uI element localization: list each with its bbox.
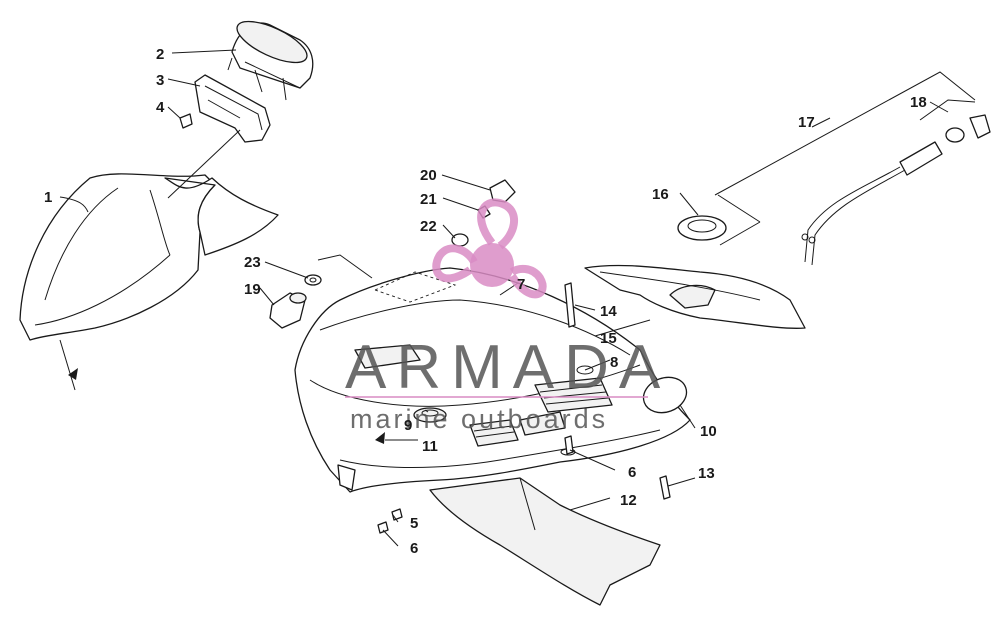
part-22-nut xyxy=(451,233,469,247)
part-17-cable xyxy=(714,71,976,266)
main-body-panel xyxy=(294,267,691,493)
part-2-gauge xyxy=(227,20,314,101)
watermark: ARMADA marine outboards xyxy=(345,198,670,434)
part-6-screw-upper xyxy=(564,435,574,455)
callout-13: 13 xyxy=(698,465,715,482)
watermark-brand: ARMADA xyxy=(345,333,670,402)
arrow-marker-center xyxy=(375,432,385,444)
part-3-bracket xyxy=(194,74,271,143)
callout-20: 20 xyxy=(420,167,437,184)
part-12-foam-pad xyxy=(429,477,661,606)
callout-16: 16 xyxy=(652,186,669,203)
callout-17: 17 xyxy=(798,114,815,131)
part-6-screw-lower xyxy=(377,521,389,534)
callout-23: 23 xyxy=(244,254,261,271)
part-9-grommet xyxy=(413,407,447,423)
part-5-screw xyxy=(391,508,403,521)
part-14-bolt xyxy=(564,282,576,328)
leader-lines xyxy=(59,49,949,547)
part-13-screw xyxy=(659,475,671,500)
part-10-cap xyxy=(642,376,688,414)
propeller-logo-icon xyxy=(432,198,547,299)
callout-21: 21 xyxy=(420,191,437,208)
part-20-knob xyxy=(489,179,516,203)
part-23-washer xyxy=(304,274,322,286)
callout-7: 7 xyxy=(517,276,525,293)
callout-19: 19 xyxy=(244,281,261,298)
callout-12: 12 xyxy=(620,492,637,509)
callout-2: 2 xyxy=(156,46,164,63)
callout-1: 1 xyxy=(44,189,52,206)
part-1-fairing xyxy=(19,173,279,341)
callout-labels: 1 2 3 4 5 6 6 7 8 9 10 11 12 13 14 15 16… xyxy=(44,46,927,557)
callout-10: 10 xyxy=(700,423,717,440)
part-18-switch xyxy=(919,99,991,143)
callout-22: 22 xyxy=(420,218,437,235)
callout-6-lower: 6 xyxy=(410,540,418,557)
callout-8: 8 xyxy=(610,354,618,371)
callout-9: 9 xyxy=(404,417,412,434)
callout-5: 5 xyxy=(410,515,418,532)
part-4-screw xyxy=(179,113,193,129)
callout-11: 11 xyxy=(422,438,438,455)
part-16-ring xyxy=(677,215,727,241)
callout-3: 3 xyxy=(156,72,164,89)
arrow-marker-left xyxy=(68,368,78,380)
part-15-cover xyxy=(584,264,806,329)
callout-15: 15 xyxy=(600,330,617,347)
callout-6-upper: 6 xyxy=(628,464,636,481)
watermark-tagline: marine outboards xyxy=(350,404,608,434)
callout-4: 4 xyxy=(156,99,165,116)
callout-18: 18 xyxy=(910,94,927,111)
part-19-switch xyxy=(269,292,307,329)
callout-14: 14 xyxy=(600,303,617,320)
